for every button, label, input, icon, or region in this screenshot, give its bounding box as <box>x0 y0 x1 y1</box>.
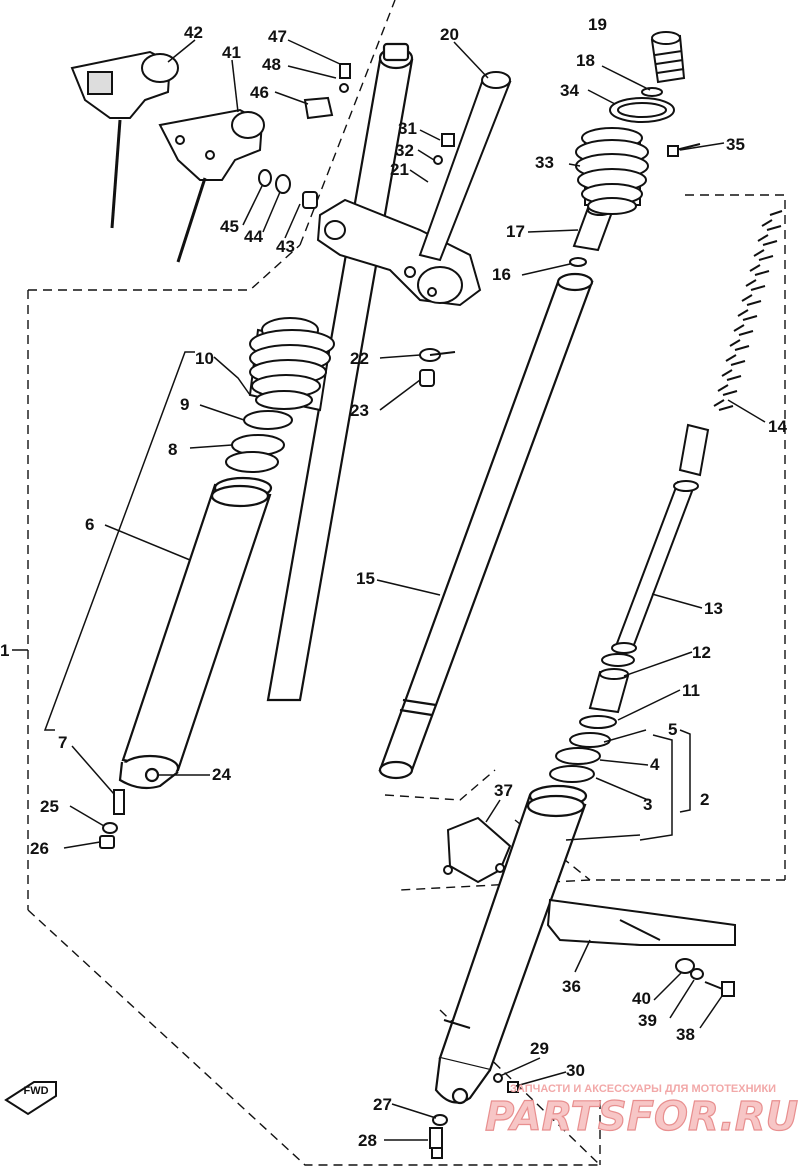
callout-12: 12 <box>692 643 711 662</box>
damper-parts-3-4-5-11-12 <box>549 668 630 783</box>
callout-37: 37 <box>494 781 513 800</box>
drain-bolt-7-25-26 <box>99 789 125 849</box>
callout-labels: 1 2 3 4 5 6 7 8 9 10 11 12 13 14 15 16 1… <box>0 15 787 1150</box>
callout-43: 43 <box>276 237 295 256</box>
callout-38: 38 <box>676 1025 695 1044</box>
callout-1: 1 <box>0 641 9 660</box>
leader-lines <box>12 39 766 1141</box>
fork-spring-14 <box>713 210 783 411</box>
damper-rod-13 <box>601 423 710 667</box>
callout-5: 5 <box>668 720 677 739</box>
inner-tube-15 <box>378 272 594 780</box>
callout-16: 16 <box>492 265 511 284</box>
callout-44: 44 <box>244 227 263 246</box>
callout-23: 23 <box>350 401 369 420</box>
clamp-46-bolt-47 <box>303 63 351 120</box>
callout-11: 11 <box>682 681 700 700</box>
callout-9: 9 <box>180 395 189 414</box>
fwd-arrow: FWD <box>4 1081 57 1116</box>
callout-47: 47 <box>268 27 287 46</box>
headlight-bracket-41 <box>158 108 265 263</box>
callout-10: 10 <box>195 349 214 368</box>
callout-27: 27 <box>373 1095 392 1114</box>
callout-32: 32 <box>395 141 414 160</box>
callout-8: 8 <box>168 440 177 459</box>
callout-21: 21 <box>390 160 409 179</box>
callout-28: 28 <box>358 1131 377 1150</box>
callout-31: 31 <box>398 119 417 138</box>
callout-29: 29 <box>530 1039 549 1058</box>
callout-36: 36 <box>562 977 581 996</box>
callout-26: 26 <box>30 839 49 858</box>
callout-48: 48 <box>262 55 281 74</box>
callout-45: 45 <box>220 217 239 236</box>
callout-41: 41 <box>222 43 241 62</box>
washer-22-nut-23 <box>419 348 456 387</box>
right-dust-boot-33 <box>575 127 649 215</box>
watermark-caption: ЗАПЧАСТИ И АКСЕССУАРЫ ДЛЯ МОТОТЕХНИКИ <box>510 1083 776 1095</box>
steering-stem-20 <box>418 71 512 262</box>
callout-39: 39 <box>638 1011 657 1030</box>
watermark-logo: PARTSFOR.RU <box>485 1094 798 1140</box>
callout-34: 34 <box>560 81 579 100</box>
fwd-label: FWD <box>23 1085 48 1097</box>
left-outer-tube-6 <box>118 476 273 790</box>
under-bracket-21 <box>316 198 482 307</box>
callout-46: 46 <box>250 83 269 102</box>
callout-19: 19 <box>588 15 607 34</box>
callout-3: 3 <box>643 795 652 814</box>
drain-bolt-27-28-29-30 <box>429 1073 519 1159</box>
callout-4: 4 <box>650 755 660 774</box>
dashed-group-frames <box>27 0 786 1166</box>
washer-nut-43-44-45 <box>258 169 318 209</box>
callout-42: 42 <box>184 23 203 42</box>
bolt-31-32 <box>433 133 455 165</box>
callout-30: 30 <box>566 1061 585 1080</box>
headlight-bracket-42 <box>70 50 179 229</box>
callout-13: 13 <box>704 599 723 618</box>
callout-6: 6 <box>85 515 94 534</box>
left-seal-rings-8-9 <box>225 410 293 473</box>
callout-20: 20 <box>440 25 459 44</box>
fender-stay-36 <box>546 898 736 946</box>
callout-2: 2 <box>700 790 709 809</box>
cap-bolt-19 <box>641 31 686 97</box>
cable-guide-37 <box>443 816 512 884</box>
callout-18: 18 <box>576 51 595 70</box>
watermark: ЗАПЧАСТИ И АКСЕССУАРЫ ДЛЯ МОТОТЕХНИКИ PA… <box>484 1083 798 1141</box>
callout-35: 35 <box>726 135 745 154</box>
callout-33: 33 <box>535 153 554 172</box>
callout-40: 40 <box>632 989 651 1008</box>
callout-24: 24 <box>212 765 231 784</box>
callout-15: 15 <box>356 569 375 588</box>
right-outer-tube <box>434 784 588 1105</box>
boot-clamp-34 <box>609 97 675 123</box>
clamp-screw-35 <box>667 143 701 157</box>
callout-14: 14 <box>768 417 787 436</box>
callout-22: 22 <box>350 349 369 368</box>
left-dust-boot-10 <box>248 317 335 412</box>
callout-17: 17 <box>506 222 525 241</box>
callout-25: 25 <box>40 797 59 816</box>
bolt-38-39-40 <box>675 958 735 997</box>
callout-7: 7 <box>58 733 67 752</box>
